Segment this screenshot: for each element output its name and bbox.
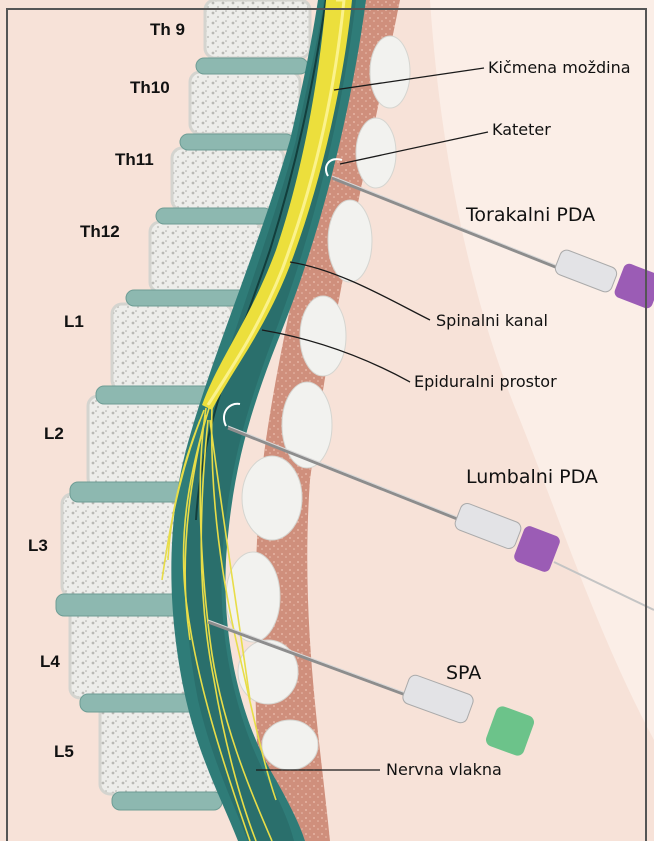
vertebra-label-l3: L3 — [28, 536, 48, 556]
vertebra-label-l1: L1 — [64, 312, 84, 332]
vertebral-body-th11 — [172, 148, 284, 210]
intervertebral-disc — [156, 208, 272, 224]
label-lumbar-pda: Lumbalni PDA — [466, 466, 598, 488]
label-spa: SPA — [446, 662, 481, 684]
vertebra-label-th10: Th10 — [130, 78, 170, 98]
vertebra-label-l5: L5 — [54, 742, 74, 762]
label-thoracic-pda: Torakalni PDA — [466, 204, 595, 226]
label-epidural-space: Epiduralni prostor — [414, 372, 557, 391]
frame-right — [645, 8, 647, 841]
vertebral-body-th10 — [190, 72, 300, 134]
spinous-process — [282, 382, 332, 468]
frame-left — [6, 8, 8, 841]
label-catheter: Kateter — [492, 120, 551, 139]
vertebra-label-th9: Th 9 — [150, 20, 185, 40]
label-nerve-fibers: Nervna vlakna — [386, 760, 502, 779]
vertebra-label-th11: Th11 — [115, 150, 154, 170]
label-spinal-cord: Kičmena moždina — [488, 58, 631, 77]
spinous-process — [328, 200, 372, 282]
frame-top — [6, 8, 647, 10]
intervertebral-disc — [126, 290, 248, 306]
intervertebral-disc — [180, 134, 294, 150]
spinous-process — [300, 296, 346, 376]
intervertebral-disc — [196, 58, 308, 74]
label-spinal-canal: Spinalni kanal — [436, 311, 548, 330]
vertebra-label-l2: L2 — [44, 424, 64, 444]
spinous-process — [370, 36, 410, 108]
spinous-process — [262, 720, 318, 770]
vertebra-label-l4: L4 — [40, 652, 60, 672]
spinous-process — [242, 456, 302, 540]
vertebra-label-th12: Th12 — [80, 222, 120, 242]
intervertebral-disc — [112, 792, 222, 810]
